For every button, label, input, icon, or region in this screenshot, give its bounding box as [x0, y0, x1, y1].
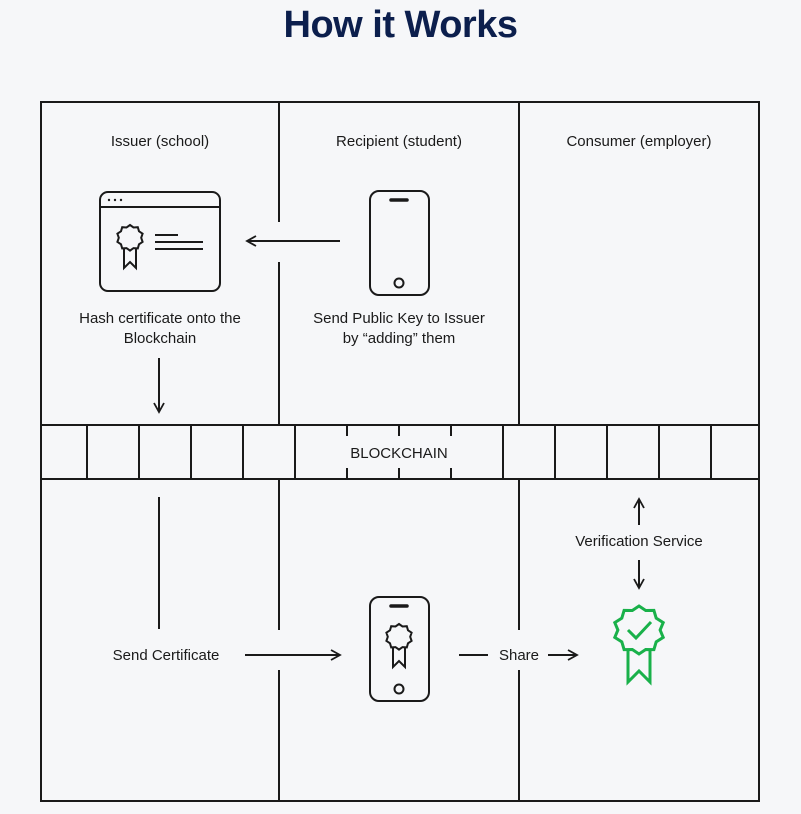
send-certificate-label: Send Certificate [113, 647, 220, 664]
verified-badge-icon [612, 604, 666, 686]
diagram-frame [40, 101, 760, 802]
send-key-step-line2: by “adding” them [343, 330, 456, 347]
blockchain-band [41, 424, 759, 480]
verification-service-label: Verification Service [575, 533, 703, 550]
send-key-step-line1: Send Public Key to Issuer [313, 310, 485, 327]
certificate-window-icon [99, 191, 221, 292]
blockchain-label: BLOCKCHAIN [350, 445, 448, 462]
share-label: Share [499, 647, 539, 664]
column-header-issuer: Issuer (school) [111, 133, 209, 150]
page-title: How it Works [283, 4, 519, 46]
smartphone-icon [369, 190, 430, 296]
smartphone-certificate-icon [369, 596, 430, 702]
hash-step-line1: Hash certificate onto the [79, 310, 241, 327]
column-header-consumer: Consumer (employer) [566, 133, 711, 150]
hash-step-line2: Blockchain [124, 330, 197, 347]
column-header-recipient: Recipient (student) [336, 133, 462, 150]
